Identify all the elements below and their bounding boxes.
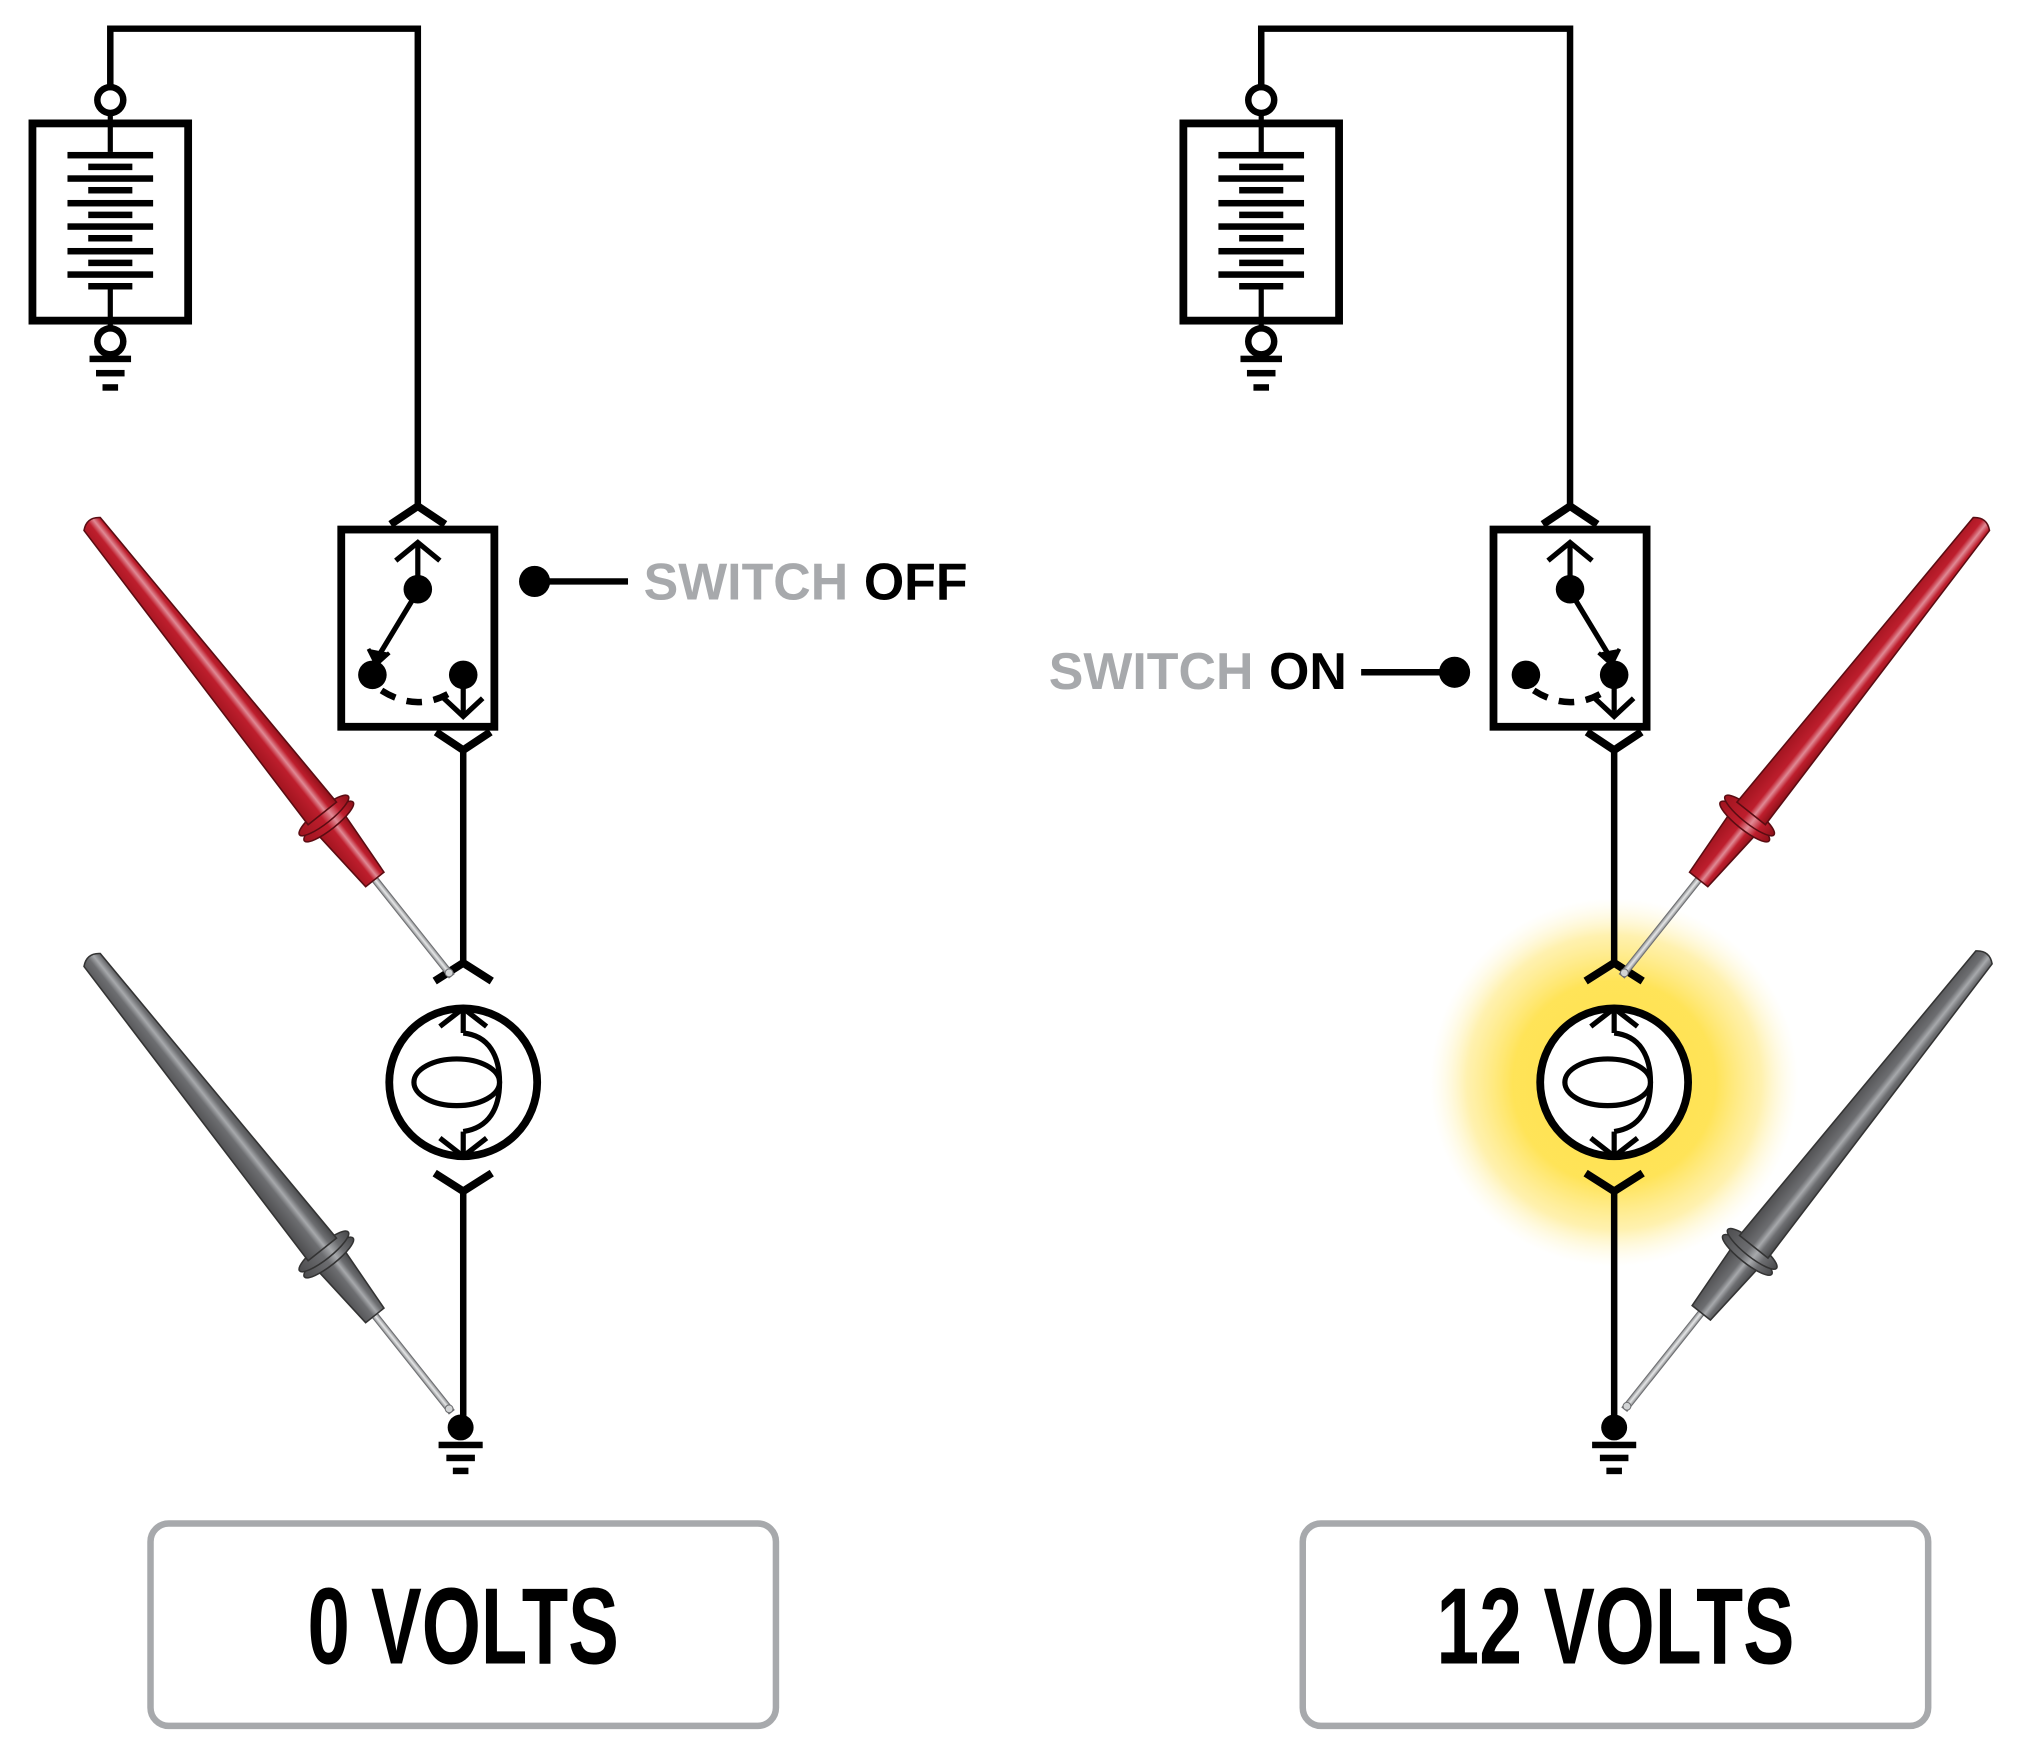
switch-status-label: SWITCH ON bbox=[1049, 642, 1347, 700]
voltage-readout-left: 0 VOLTS bbox=[147, 1520, 780, 1730]
voltage-readout-right: 12 VOLTS bbox=[1299, 1520, 1932, 1730]
wire-top-right bbox=[1257, 25, 1574, 507]
ground-icon bbox=[1592, 1414, 1637, 1475]
red-test-probe-icon bbox=[83, 516, 456, 979]
switch-status-label: SWITCH OFF bbox=[644, 553, 968, 611]
left-circuit: SWITCH OFF 0 VOLTS bbox=[32, 25, 968, 1730]
red-test-probe-icon bbox=[1618, 516, 1991, 979]
switch-state: OFF bbox=[864, 553, 968, 611]
black-test-probe-icon bbox=[83, 952, 456, 1415]
black-test-probe-icon bbox=[1620, 950, 1993, 1413]
switch-icon bbox=[1489, 501, 1651, 755]
battery-icon bbox=[1183, 87, 1339, 391]
right-circuit: SWITCH ON 12 VOLTS bbox=[1049, 25, 1993, 1730]
switch-word: SWITCH bbox=[644, 553, 849, 611]
ground-icon bbox=[438, 1414, 483, 1475]
battery-icon bbox=[32, 87, 188, 391]
switch-word: SWITCH bbox=[1049, 642, 1254, 700]
readout-value: 12 VOLTS bbox=[1436, 1566, 1794, 1688]
switch-icon bbox=[337, 501, 499, 755]
switch-state: ON bbox=[1269, 642, 1347, 700]
lamp-icon bbox=[389, 963, 537, 1191]
switch-pointer bbox=[1361, 656, 1471, 688]
readout-value: 0 VOLTS bbox=[308, 1566, 619, 1688]
wire-top-left bbox=[107, 25, 422, 507]
switch-pointer bbox=[519, 565, 629, 598]
